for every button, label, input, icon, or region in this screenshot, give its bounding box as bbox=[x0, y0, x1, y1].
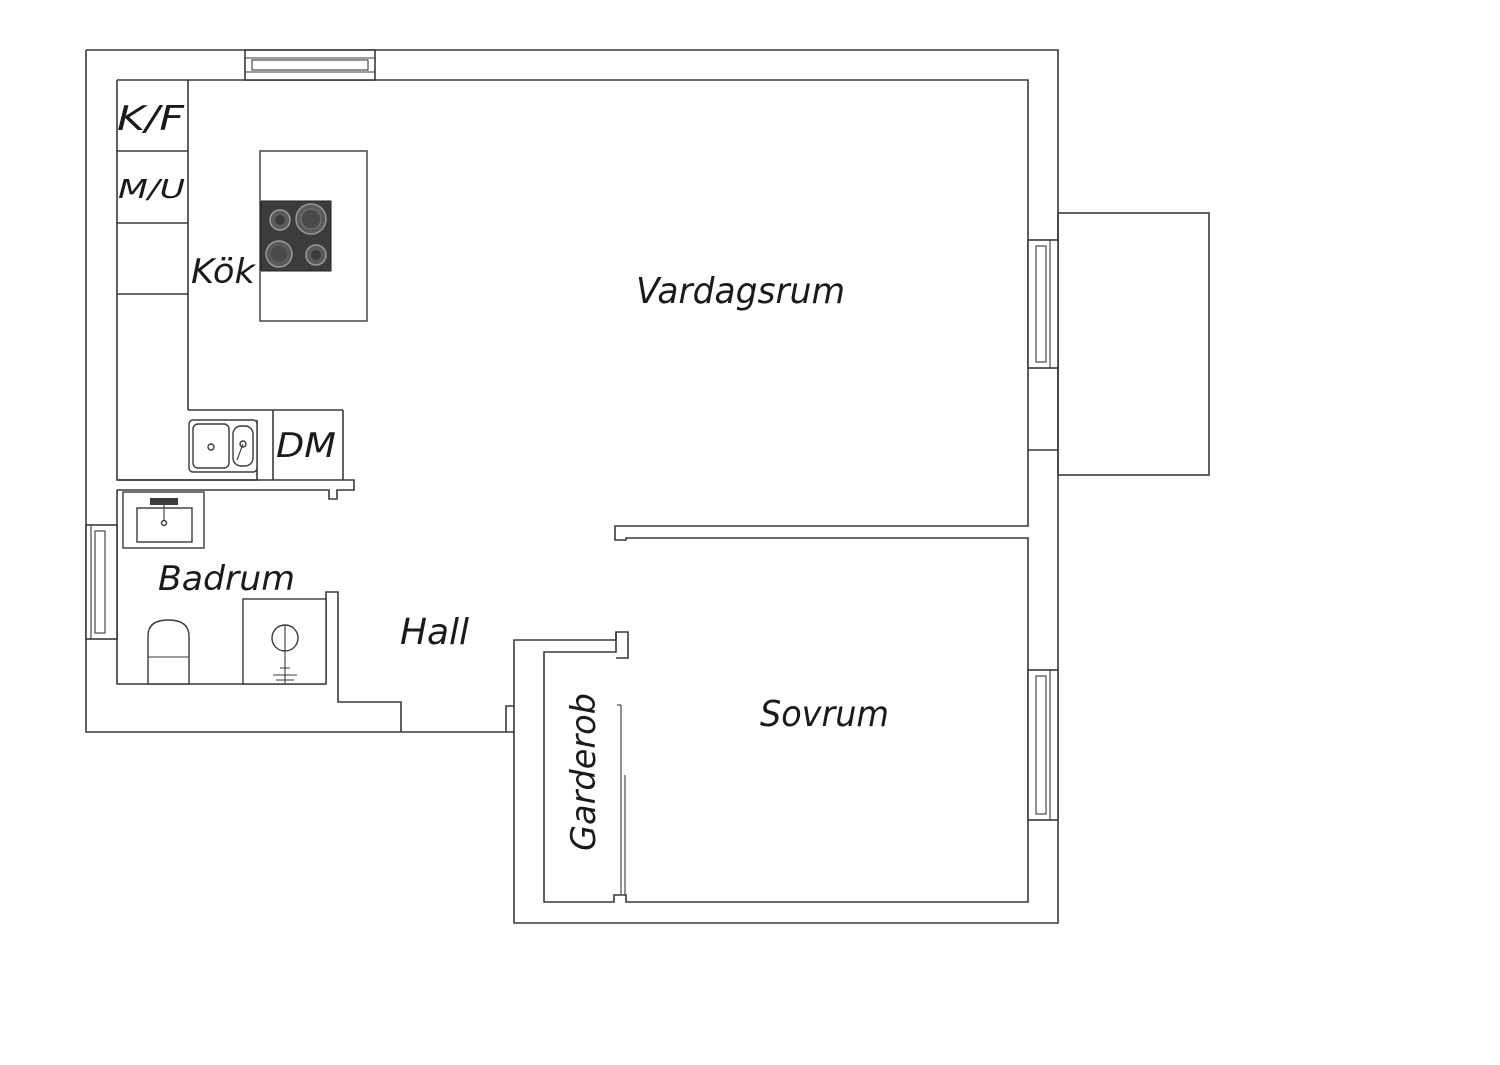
kitchen-sink bbox=[188, 419, 258, 473]
window-bedroom-right bbox=[1027, 669, 1059, 821]
label-hall: Hall bbox=[400, 612, 469, 653]
label-kok: Kök bbox=[191, 252, 256, 292]
window-living-right bbox=[1027, 239, 1059, 369]
label-dm: DM bbox=[276, 426, 336, 466]
balcony bbox=[1057, 212, 1210, 476]
label-mu: M/U bbox=[118, 175, 185, 205]
kitchen-island bbox=[259, 150, 368, 322]
bathroom-washbasin bbox=[122, 491, 205, 549]
wardrobe-doors bbox=[617, 704, 626, 895]
kitchen-cabinets bbox=[117, 80, 344, 480]
label-sovrum: Sovrum bbox=[760, 694, 889, 735]
label-vardagsrum: Vardagsrum bbox=[636, 271, 845, 312]
shower bbox=[242, 598, 327, 685]
label-garderob: Garderob bbox=[564, 693, 604, 851]
label-kf: K/F bbox=[117, 99, 185, 139]
label-badrum: Badrum bbox=[158, 559, 295, 599]
toilet bbox=[147, 619, 190, 685]
window-top bbox=[244, 49, 376, 81]
window-bathroom-left bbox=[85, 524, 118, 640]
